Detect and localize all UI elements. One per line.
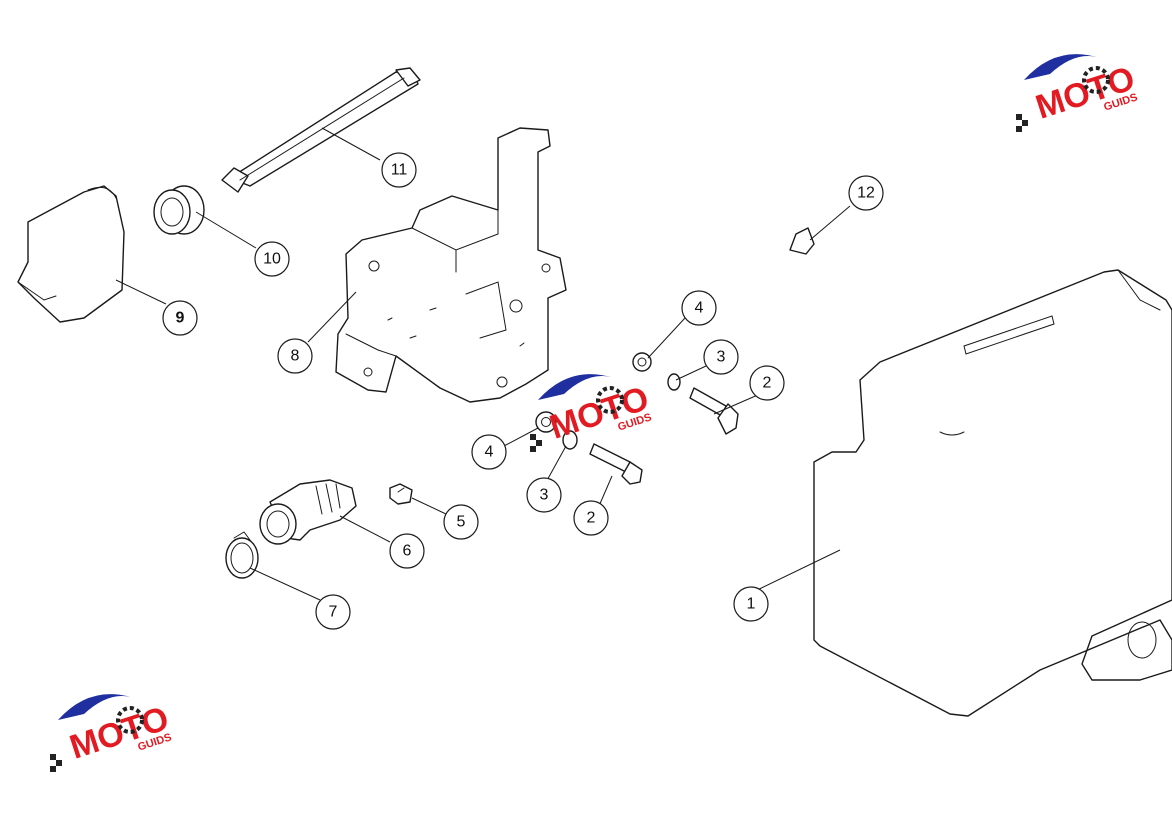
callout-11: 11 [381, 152, 417, 188]
callout-label: 3 [717, 349, 726, 366]
callout-label: 1 [747, 596, 756, 613]
checker-icon [530, 434, 536, 440]
callout-3-lower: 3 [526, 477, 562, 513]
callout-label: 5 [457, 514, 466, 531]
callout-label: 3 [540, 487, 549, 504]
callout-10: 10 [254, 241, 290, 277]
gear-icon [596, 386, 624, 414]
callout-label: 8 [291, 348, 300, 365]
part-tank [813, 269, 1172, 717]
gear-icon [116, 706, 144, 734]
callout-7: 7 [315, 594, 351, 630]
callout-4-upper: 4 [681, 290, 717, 326]
callout-9: 9 [162, 300, 198, 336]
callout-label: 10 [263, 251, 281, 268]
swoosh-icon [538, 374, 614, 400]
callout-2-lower: 2 [573, 500, 609, 536]
callout-label: 7 [329, 604, 338, 621]
part-cover [17, 185, 125, 323]
part-lock-washer-lower [535, 411, 557, 433]
callout-label: 9 [176, 310, 185, 327]
gear-icon [1082, 66, 1110, 94]
callout-1: 1 [733, 586, 769, 622]
callout-label: 12 [857, 185, 875, 202]
watermark-logo-top-right: MOTO GUIDS [1016, 54, 1139, 132]
part-washer-lower [562, 430, 578, 450]
part-small-bolt [389, 483, 413, 505]
callout-label: 4 [485, 444, 494, 461]
callout-label: 2 [587, 510, 596, 527]
part-bracket [335, 127, 567, 403]
checker-icon [50, 754, 56, 760]
part-grommet [153, 185, 205, 235]
leader-lines [115, 127, 851, 601]
callout-2-upper: 2 [749, 365, 785, 401]
part-bolt-upper [689, 387, 739, 435]
callout-label: 4 [695, 300, 704, 317]
part-hose-elbow [259, 479, 357, 545]
checker-icon [1016, 114, 1022, 120]
swoosh-icon [1024, 54, 1100, 80]
part-bolt-lower [589, 443, 643, 485]
callout-6: 6 [389, 533, 425, 569]
part-washer-upper [667, 373, 681, 391]
swoosh-icon [58, 694, 134, 720]
watermark-logo-center: MOTO GUIDS [530, 374, 653, 452]
callout-12: 12 [848, 175, 884, 211]
callout-label: 2 [763, 375, 772, 392]
callout-label: 11 [391, 162, 408, 179]
callout-label: 6 [403, 543, 412, 560]
part-clip [789, 227, 815, 255]
callout-5: 5 [443, 504, 479, 540]
callout-4-lower: 4 [471, 434, 507, 470]
callout-8: 8 [277, 338, 313, 374]
part-lock-washer-upper [632, 352, 652, 372]
watermark-logo-bottom-left: MOTO GUIDS [50, 694, 173, 772]
callout-3-upper: 3 [703, 339, 739, 375]
part-hose-clamp [225, 531, 259, 579]
